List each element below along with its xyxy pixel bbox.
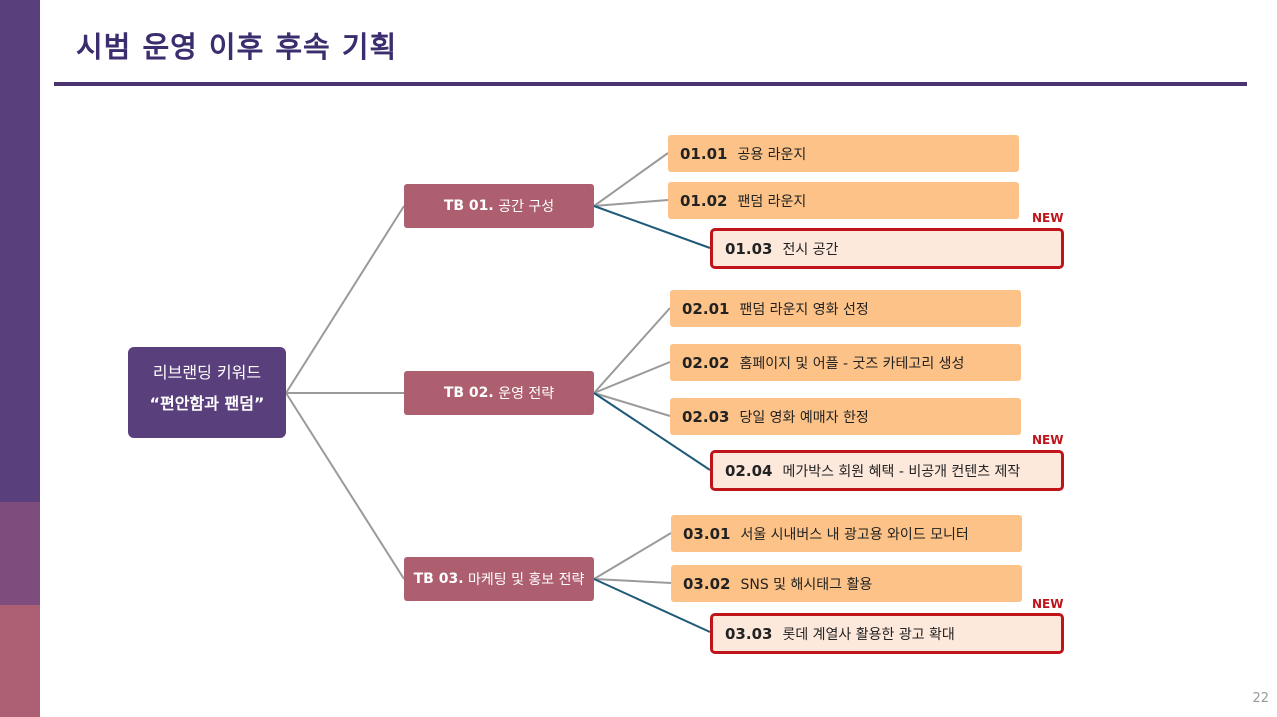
- leaf-02-01: 02.01 팬덤 라운지 영화 선정: [670, 290, 1021, 327]
- leaf-label: 팬덤 라운지 영화 선정: [739, 301, 869, 318]
- leaf-label: 메가박스 회원 혜택 - 비공개 컨텐츠 제작: [782, 463, 1021, 480]
- leaf-code: 03.03: [725, 624, 773, 643]
- sidebar-accent-top: [0, 0, 40, 502]
- link-tb01-0103-new: [593, 205, 711, 249]
- leaf-code: 01.01: [680, 144, 728, 163]
- leaf-label: SNS 및 해시태그 활용: [740, 576, 873, 593]
- leaf-03-01: 03.01 서울 시내버스 내 광고용 와이드 모니터: [671, 515, 1022, 552]
- leaf-code: 01.03: [725, 239, 773, 258]
- leaf-label: 롯데 계열사 활용한 광고 확대: [782, 626, 955, 643]
- leaf-label: 공용 라운지: [737, 146, 807, 163]
- leaf-code: 02.03: [682, 407, 730, 426]
- branch-tb03: TB 03. 마케팅 및 홍보 전략: [404, 557, 594, 601]
- link-root-tb01: [285, 205, 405, 394]
- leaf-code: 02.02: [682, 353, 730, 372]
- link-root-tb03: [285, 392, 405, 580]
- link-tb03-0302: [593, 578, 672, 584]
- link-tb01-0102: [593, 199, 669, 207]
- page-number: 22: [1252, 691, 1269, 706]
- sidebar-accent-bottom: [0, 605, 40, 717]
- branch-label: 마케팅 및 홍보 전략: [467, 572, 585, 588]
- root-keyword-node: 리브랜딩 키워드 “편안함과 팬덤”: [128, 347, 286, 438]
- leaf-01-03: 01.03 전시 공간: [710, 228, 1064, 269]
- leaf-02-04: 02.04 메가박스 회원 혜택 - 비공개 컨텐츠 제작: [710, 450, 1064, 491]
- root-keyword-label: 리브랜딩 키워드: [152, 363, 262, 382]
- leaf-03-03: 03.03 롯데 계열사 활용한 광고 확대: [710, 613, 1064, 654]
- title-divider: [54, 82, 1247, 86]
- leaf-01-01: 01.01 공용 라운지: [668, 135, 1019, 172]
- branch-label: 운영 전략: [498, 386, 555, 402]
- link-tb01-0101: [593, 152, 669, 207]
- link-tb02-0201: [593, 307, 671, 394]
- leaf-01-02: 01.02 팬덤 라운지: [668, 182, 1019, 219]
- sidebar-accent-middle: [0, 502, 40, 605]
- leaf-label: 당일 영화 예매자 한정: [739, 409, 869, 426]
- new-badge: NEW: [1032, 597, 1064, 611]
- root-keyword-value: “편안함과 팬덤”: [149, 394, 265, 413]
- link-tb02-0204-new: [593, 392, 711, 471]
- leaf-code: 03.01: [683, 524, 731, 543]
- leaf-code: 01.02: [680, 191, 728, 210]
- leaf-03-02: 03.02 SNS 및 해시태그 활용: [671, 565, 1022, 602]
- leaf-label: 홈페이지 및 어플 - 굿즈 카테고리 생성: [739, 355, 965, 372]
- leaf-label: 전시 공간: [782, 241, 839, 258]
- new-badge: NEW: [1032, 433, 1064, 447]
- leaf-code: 03.02: [683, 574, 731, 593]
- leaf-label: 팬덤 라운지: [737, 193, 807, 210]
- page-title: 시범 운영 이후 후속 기획: [76, 30, 398, 64]
- leaf-label: 서울 시내버스 내 광고용 와이드 모니터: [740, 526, 969, 543]
- leaf-code: 02.04: [725, 461, 773, 480]
- branch-code: TB 02.: [443, 385, 494, 401]
- link-tb03-0303-new: [593, 578, 711, 633]
- new-badge: NEW: [1032, 211, 1064, 225]
- branch-code: TB 03.: [413, 571, 464, 587]
- leaf-02-03: 02.03 당일 영화 예매자 한정: [670, 398, 1021, 435]
- branch-label: 공간 구성: [498, 199, 555, 215]
- leaf-code: 02.01: [682, 299, 730, 318]
- leaf-02-02: 02.02 홈페이지 및 어플 - 굿즈 카테고리 생성: [670, 344, 1021, 381]
- branch-code: TB 01.: [443, 198, 494, 214]
- link-tb02-0203: [593, 392, 671, 417]
- link-tb03-0301: [593, 532, 672, 580]
- branch-tb02: TB 02. 운영 전략: [404, 371, 594, 415]
- link-tb02-0202: [593, 361, 671, 394]
- branch-tb01: TB 01. 공간 구성: [404, 184, 594, 228]
